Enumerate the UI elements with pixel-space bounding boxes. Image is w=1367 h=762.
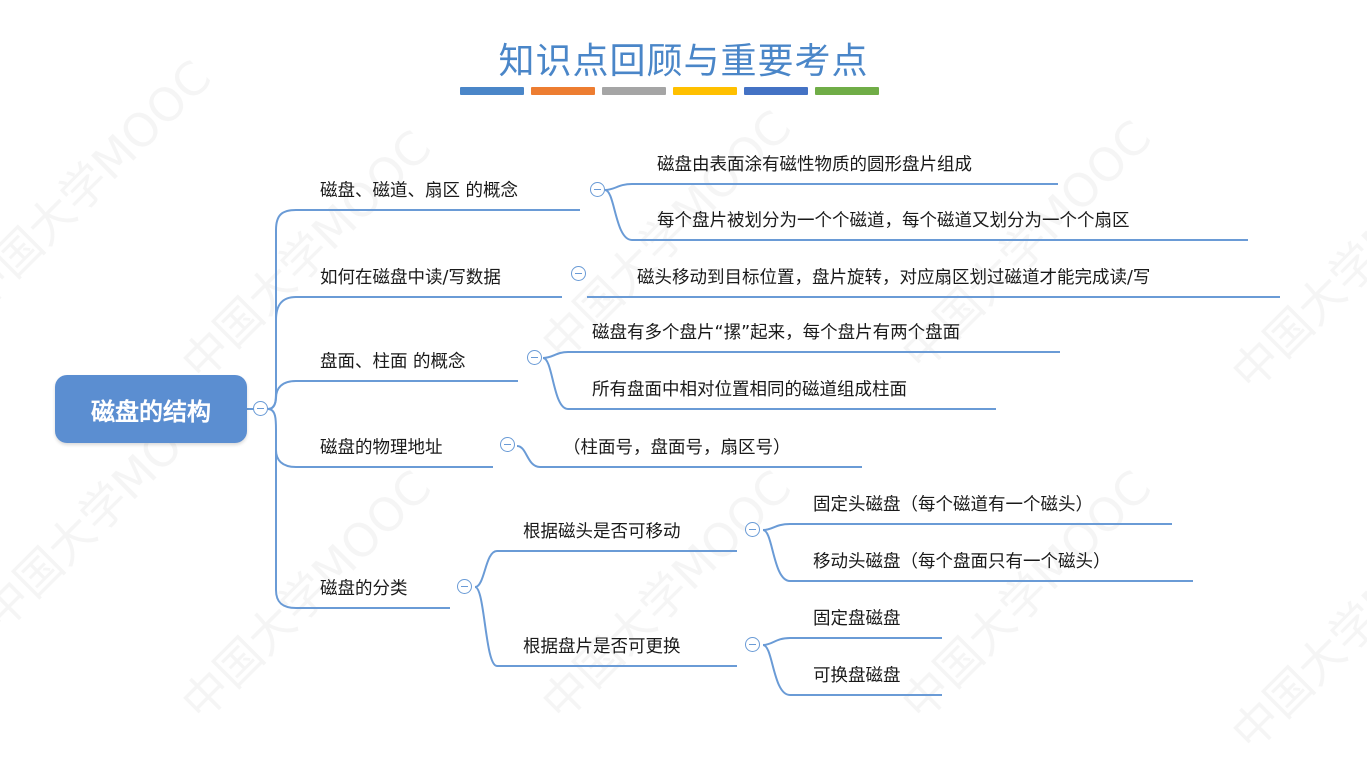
title-underline-bars (460, 87, 879, 95)
collapse-icon[interactable] (527, 350, 542, 365)
branch-classify[interactable]: 磁盘的分类 (320, 579, 408, 599)
leaf-underline (762, 637, 942, 646)
leaf-node[interactable]: 磁头移动到目标位置，盘片旋转，对应扇区划过磁道才能完成读/写 (637, 268, 1151, 288)
collapse-icon[interactable] (745, 522, 760, 537)
leaf-underline (604, 189, 1248, 241)
branch-address[interactable]: 磁盘的物理地址 (320, 438, 443, 458)
trunk-lower-2 (275, 450, 297, 609)
branch-readwrite[interactable]: 如何在磁盘中读/写数据 (320, 268, 501, 288)
leaf-node[interactable]: 磁盘有多个盘片“摞”起来，每个盘片有两个盘面 (592, 323, 961, 343)
leaf-node[interactable]: 移动头磁盘（每个盘面只有一个磁头） (813, 552, 1111, 572)
sub-branch-underline (474, 550, 737, 588)
trunk-lower-1 (267, 408, 297, 468)
slide-title: 知识点回顾与重要考点 (498, 41, 869, 82)
leaf-underline (516, 445, 862, 468)
sub-branch-underline (474, 586, 737, 667)
title-bar-2 (531, 87, 595, 95)
trunk-upper-1 (267, 209, 297, 410)
trunk-upper-2 (275, 296, 297, 321)
leaf-underline (542, 351, 1060, 359)
root-node[interactable]: 磁盘的结构 (55, 375, 247, 443)
leaf-underline (762, 523, 1172, 531)
collapse-icon[interactable] (571, 266, 586, 281)
title-bar-6 (815, 87, 879, 95)
leaf-underline (762, 529, 1193, 582)
collapse-icon[interactable] (590, 182, 605, 197)
leaf-node[interactable]: 每个盘片被划分为一个个磁道，每个磁道又划分为一个个扇区 (657, 211, 1130, 231)
leaf-node[interactable]: 固定盘磁盘 (813, 609, 901, 629)
sub-branch-node[interactable]: 根据盘片是否可更换 (523, 637, 681, 657)
title-bar-5 (744, 87, 808, 95)
leaf-node[interactable]: 可换盘磁盘 (813, 666, 901, 686)
leaf-underline (762, 644, 942, 696)
branch-surface[interactable]: 盘面、柱面 的概念 (320, 352, 466, 372)
mind-map-slide: 中国大学MOOC 中国大学MOOC 中国大学MOOC 中国大学MOOC 中国大学… (0, 41, 1367, 760)
connector-lines (247, 183, 1280, 696)
collapse-icon[interactable] (253, 401, 268, 416)
collapse-icon[interactable] (500, 437, 515, 452)
title-bar-1 (460, 87, 524, 95)
sub-branch-node[interactable]: 根据磁头是否可移动 (523, 522, 681, 542)
collapse-icon[interactable] (745, 637, 760, 652)
leaf-underline (542, 357, 996, 410)
trunk-upper-3 (267, 380, 297, 410)
leaf-node[interactable]: 固定头磁盘（每个磁道有一个磁头） (813, 495, 1093, 515)
leaf-node[interactable]: 所有盘面中相对位置相同的磁道组成柱面 (592, 380, 907, 400)
branch-concept[interactable]: 磁盘、磁道、扇区 的概念 (320, 181, 519, 201)
title-bar-3 (602, 87, 666, 95)
leaf-underline (604, 183, 1058, 191)
leaf-node[interactable]: 磁盘由表面涂有磁性物质的圆形盘片组成 (657, 155, 972, 175)
leaf-node[interactable]: （柱面号，盘面号，扇区号） (563, 438, 791, 458)
title-bar-4 (673, 87, 737, 95)
collapse-icon[interactable] (457, 579, 472, 594)
